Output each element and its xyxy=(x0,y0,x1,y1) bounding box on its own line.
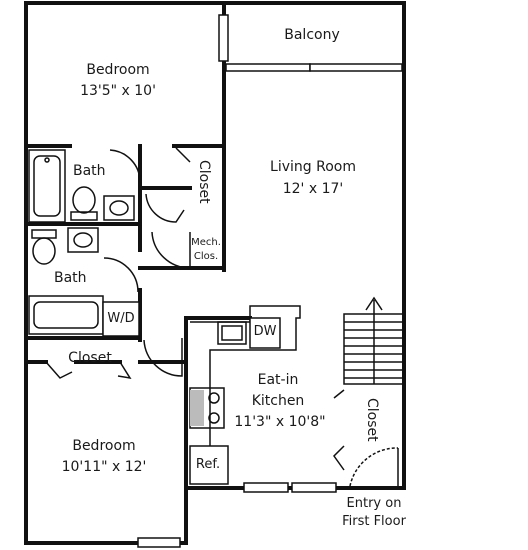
living-room-name: Living Room xyxy=(270,159,356,175)
dishwasher-box xyxy=(249,317,281,349)
entry-closet-doors xyxy=(333,389,345,471)
refrigerator-label: Ref. xyxy=(195,457,221,472)
kitchen-sink xyxy=(217,321,247,345)
bath-bottom-door-swing xyxy=(103,257,139,293)
kitchen-window-right xyxy=(291,482,337,493)
bathtub-top xyxy=(28,149,66,223)
mech-closet-line1: Mech. xyxy=(191,237,221,248)
bathtub-bottom xyxy=(28,295,104,335)
toilet-bottom xyxy=(31,229,57,265)
toilet-top xyxy=(70,186,98,221)
staircase xyxy=(343,296,405,385)
bath-top-door-swing xyxy=(109,149,141,183)
bedroom-bottom-size: 10'11" x 12' xyxy=(61,459,147,475)
kitchen-line1: Eat-in xyxy=(257,372,299,388)
bedroom-window xyxy=(218,14,229,62)
kitchen-size: 11'3" x 10'8" xyxy=(234,414,326,430)
mech-closet-line2: Clos. xyxy=(193,251,219,262)
bedroom-window-bottom xyxy=(137,537,181,548)
closet-mid-doors xyxy=(45,361,132,380)
bath-bottom-name: Bath xyxy=(54,270,87,286)
dishwasher-label: DW xyxy=(253,324,277,339)
closet-entry-name: Closet xyxy=(364,398,380,442)
closet-mid-name: Closet xyxy=(68,350,112,366)
sink-top xyxy=(103,195,135,221)
kitchen-window-left xyxy=(243,482,289,493)
entry-line1: Entry on xyxy=(346,496,402,511)
mech-closet-door-swing xyxy=(151,231,191,269)
bedroom-top-size: 13'5" x 10' xyxy=(80,83,156,99)
bath-top-name: Bath xyxy=(73,163,106,179)
bedroom-top-name: Bedroom xyxy=(86,62,150,78)
bedroom-bottom-name: Bedroom xyxy=(72,438,136,454)
living-room-size: 12' x 17' xyxy=(282,181,344,197)
refrigerator-box xyxy=(189,445,229,485)
bedroom-bottom-door-swing xyxy=(143,338,183,377)
stove xyxy=(189,387,225,429)
entry-line2: First Floor xyxy=(342,514,406,529)
entry-door-swing xyxy=(349,447,399,487)
laundry-name: W/D xyxy=(107,311,135,326)
kitchen-counter xyxy=(190,305,301,484)
closet-top-name: Closet xyxy=(196,160,212,204)
kitchen-line2: Kitchen xyxy=(251,393,305,409)
sink-bottom xyxy=(67,227,99,253)
washer-dryer-box xyxy=(102,301,140,337)
balcony-sliding-door xyxy=(225,63,403,72)
closet-top-door-swing xyxy=(145,147,191,223)
balcony-name: Balcony xyxy=(284,27,340,43)
